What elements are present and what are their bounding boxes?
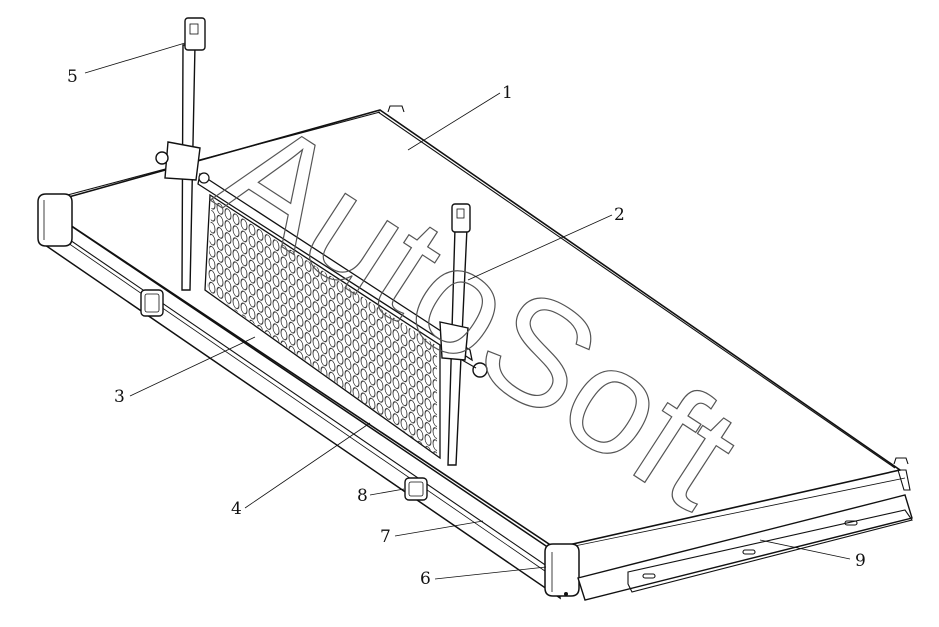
headrest-hook-right xyxy=(451,203,471,233)
callout-2: 2 xyxy=(614,205,625,225)
callout-1: 1 xyxy=(502,83,513,103)
headrest-hook-left xyxy=(184,17,206,51)
callout-9: 9 xyxy=(855,551,866,571)
end-cap-left xyxy=(37,193,73,247)
callout-3: 3 xyxy=(114,387,125,407)
callout-7: 7 xyxy=(380,527,391,547)
housing-clip-2 xyxy=(404,477,428,501)
lock-bracket-right xyxy=(439,321,488,378)
housing-clip-1 xyxy=(140,289,164,317)
leader-lines xyxy=(84,42,851,580)
callout-4: 4 xyxy=(231,499,242,519)
mounting-rail xyxy=(577,469,913,601)
callout-5: 5 xyxy=(67,67,78,87)
end-cap-right xyxy=(544,543,580,597)
callout-8: 8 xyxy=(357,486,368,506)
lock-bracket-left xyxy=(155,141,210,184)
callout-6: 6 xyxy=(420,569,431,589)
callout-labels: 5 1 2 3 4 8 7 6 9 xyxy=(67,67,866,589)
